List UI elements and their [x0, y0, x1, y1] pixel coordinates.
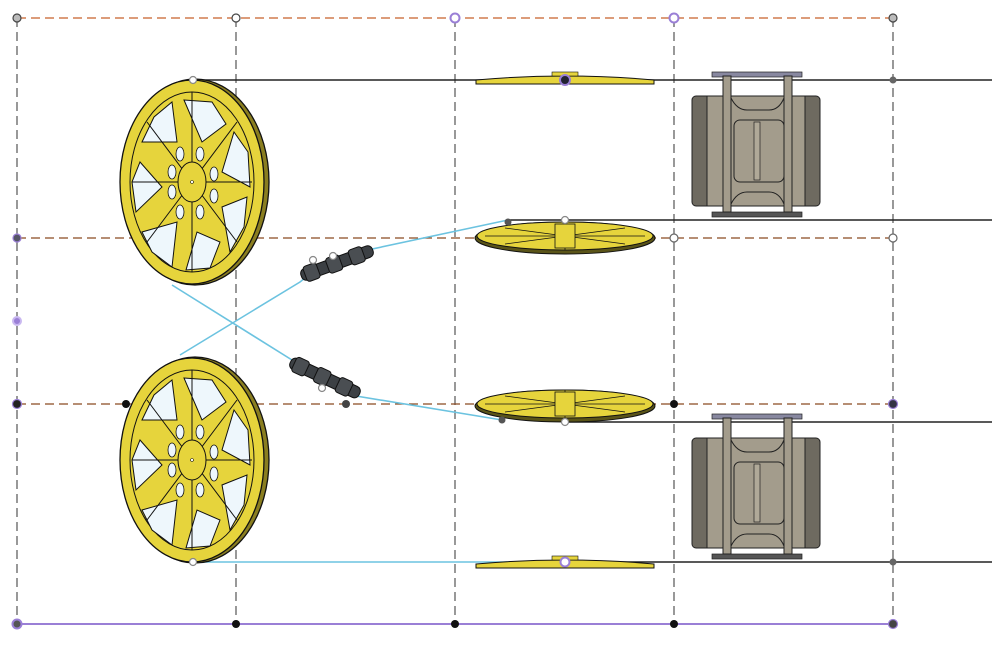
sketch-point[interactable]: [451, 620, 459, 628]
roller-assembly-icon[interactable]: [286, 354, 364, 402]
sketch-point[interactable]: [889, 76, 897, 84]
sketch-point[interactable]: [668, 12, 680, 24]
reel-edge-view-icon[interactable]: [474, 221, 656, 255]
sketch-point[interactable]: [328, 251, 338, 261]
sketch-point[interactable]: [11, 618, 23, 630]
roller-assembly-icon[interactable]: [298, 241, 376, 285]
sketch-point[interactable]: [12, 13, 22, 23]
sketch-point[interactable]: [504, 218, 512, 226]
sketch-point[interactable]: [560, 417, 570, 427]
sketch-point[interactable]: [670, 400, 678, 408]
sketch-point[interactable]: [308, 255, 318, 265]
sketch-point[interactable]: [669, 233, 679, 243]
sketch-point[interactable]: [12, 233, 22, 243]
sketch-point[interactable]: [231, 13, 241, 23]
film-gate-block-icon[interactable]: [691, 71, 821, 218]
sketch-point[interactable]: [188, 75, 198, 85]
film-gate-block-icon[interactable]: [691, 413, 821, 560]
sketch-point[interactable]: [449, 12, 461, 24]
sketch-point[interactable]: [122, 400, 130, 408]
edge-lines: [193, 79, 992, 563]
sketch-point[interactable]: [559, 556, 571, 568]
sketch-point[interactable]: [342, 400, 350, 408]
sketch-point[interactable]: [188, 557, 198, 567]
supply-reel-icon[interactable]: [119, 78, 270, 286]
sketch-points: [11, 12, 899, 630]
sketch-point[interactable]: [888, 13, 898, 23]
sketch-point[interactable]: [498, 416, 506, 424]
sketch-point[interactable]: [670, 620, 678, 628]
sketch-point[interactable]: [11, 398, 23, 410]
takeup-reel-icon[interactable]: [119, 356, 270, 564]
sketch-point[interactable]: [888, 233, 898, 243]
sketch-point[interactable]: [889, 558, 897, 566]
sketch-point[interactable]: [887, 398, 899, 410]
sketch-point[interactable]: [232, 620, 240, 628]
sketch-point[interactable]: [12, 316, 22, 326]
sketch-point[interactable]: [887, 618, 899, 630]
sketch-point[interactable]: [560, 215, 570, 225]
sketch-point[interactable]: [559, 74, 571, 86]
sketch-point[interactable]: [317, 383, 327, 393]
